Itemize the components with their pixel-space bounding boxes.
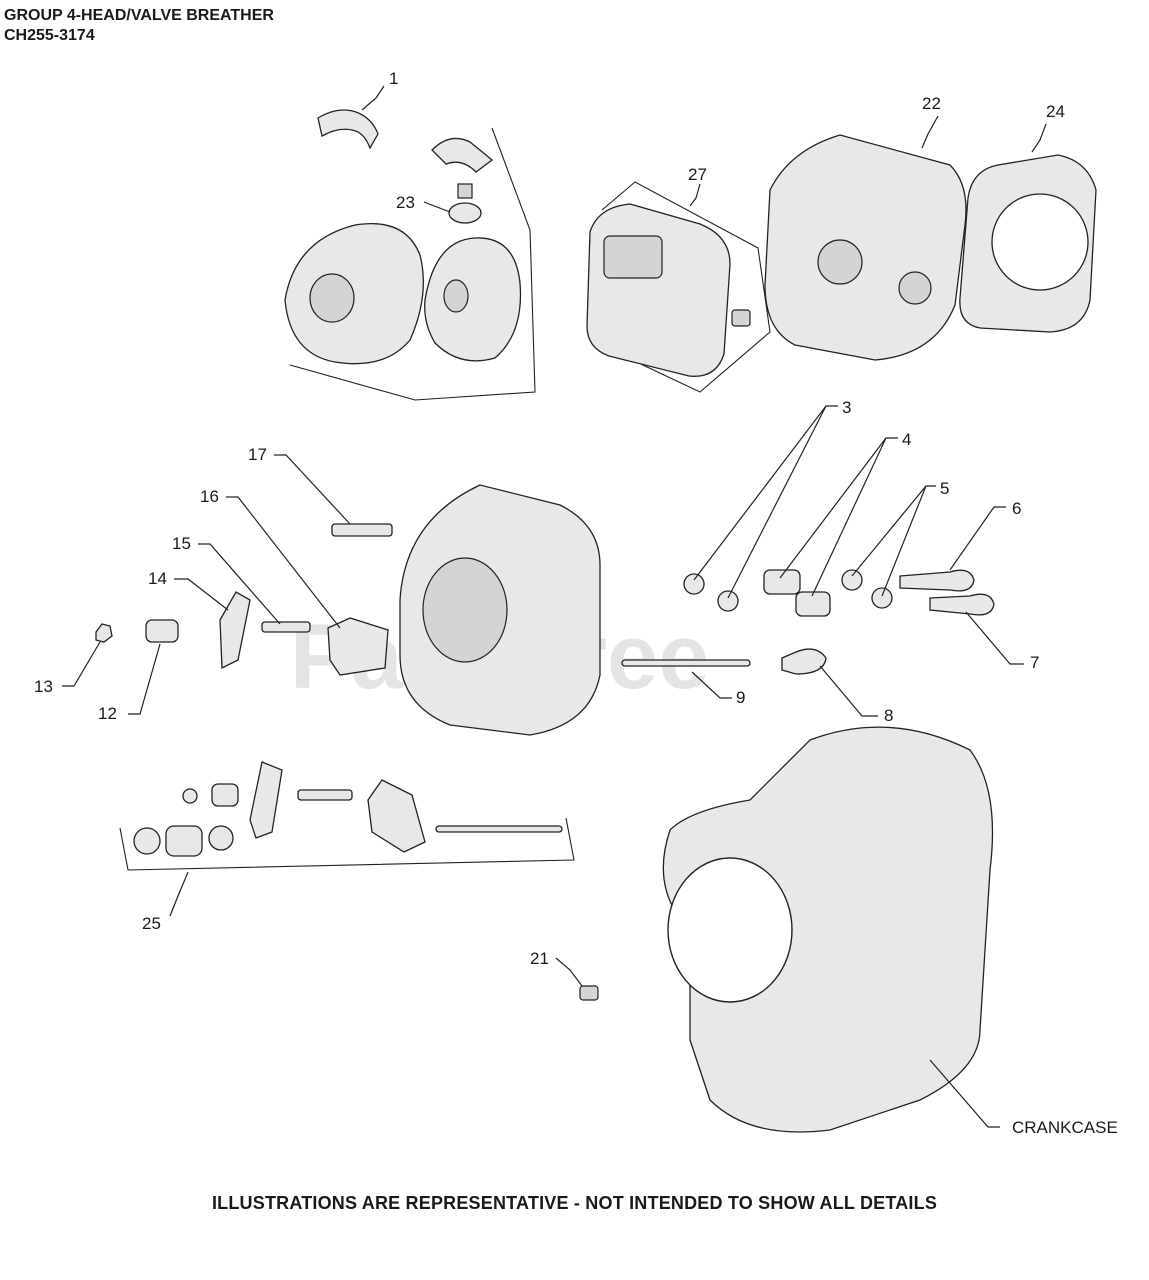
push-rod-guide-plate [327,617,389,676]
kit-retainer [133,827,161,855]
breather-disc [448,202,482,224]
disclaimer-footer: ILLUSTRATIONS ARE REPRESENTATIVE - NOT I… [211,1193,938,1213]
valve-keeper-a [841,569,863,591]
exhaust-valve [929,593,995,616]
crankcase [662,726,994,1133]
spring-retainer-b [717,590,739,612]
head-port [817,239,863,285]
breather-group-frame [289,127,536,401]
callout-25: 25 [142,914,161,933]
model-number: CH255-3174 [4,27,95,44]
dowel-pin [731,309,751,327]
callout-4: 4 [902,430,911,449]
callout-9: 9 [736,688,745,707]
rocker-cover [586,203,731,377]
kit-stud [297,789,353,801]
ohv-emblem [603,235,663,279]
kit-spring [165,825,203,857]
kit-keeper [208,825,234,851]
valve-keeper-b [871,587,893,609]
spring-retainer-a [683,573,705,595]
callout-22: 22 [922,94,941,113]
hex-nut [95,623,113,643]
callout-15: 15 [172,534,191,553]
tappet [781,648,827,675]
callout-27: 27 [688,165,707,184]
kit-guide-plate [367,779,426,853]
kit-rocker-arm [249,761,283,839]
callout-24: 24 [1046,102,1065,121]
leader-lines [62,85,1047,1128]
head-combustion-port [422,557,508,663]
callout-17: 17 [248,445,267,464]
valve-kit-frame [119,817,575,871]
rocker-pivot [145,619,179,643]
callout-14: 14 [148,569,167,588]
callout-1: 1 [389,69,398,88]
kit-pivot [211,783,239,807]
valve-cover-port [309,273,355,323]
breather-cover-top [431,137,494,173]
exhaust-port [898,271,932,305]
callout-12: 12 [98,704,117,723]
breather-hose [317,109,379,150]
cylinder-head [764,134,967,361]
diagram-title: GROUP 4-HEAD/VALVE BREATHER [4,7,274,24]
breather-spring [457,183,473,199]
valve-spring-b [795,591,831,617]
callout-23: 23 [396,193,415,212]
kit-push-rod [435,825,563,833]
rocker-arm [219,591,251,670]
valve-cover-inner [424,237,522,362]
cylinder-bore [667,857,793,1003]
callout-6: 6 [1012,499,1021,518]
push-rod [621,659,751,667]
inner-port [443,279,469,313]
valve-spring-a [763,569,801,595]
callout-7: 7 [1030,653,1039,672]
crankcase-dowel [579,985,599,1001]
kit-nut [182,788,198,804]
head-cover-frame [589,181,771,393]
head-bolt [331,523,393,537]
callout-3: 3 [842,398,851,417]
callout-5: 5 [940,479,949,498]
intake-valve [899,569,975,592]
rocker-stud [261,621,311,633]
callout-crankcase: CRANKCASE [1012,1118,1118,1137]
callout-16: 16 [200,487,219,506]
callout-8: 8 [884,706,893,725]
gasket-bore [991,193,1089,291]
callout-21: 21 [530,949,549,968]
callout-13: 13 [34,677,53,696]
